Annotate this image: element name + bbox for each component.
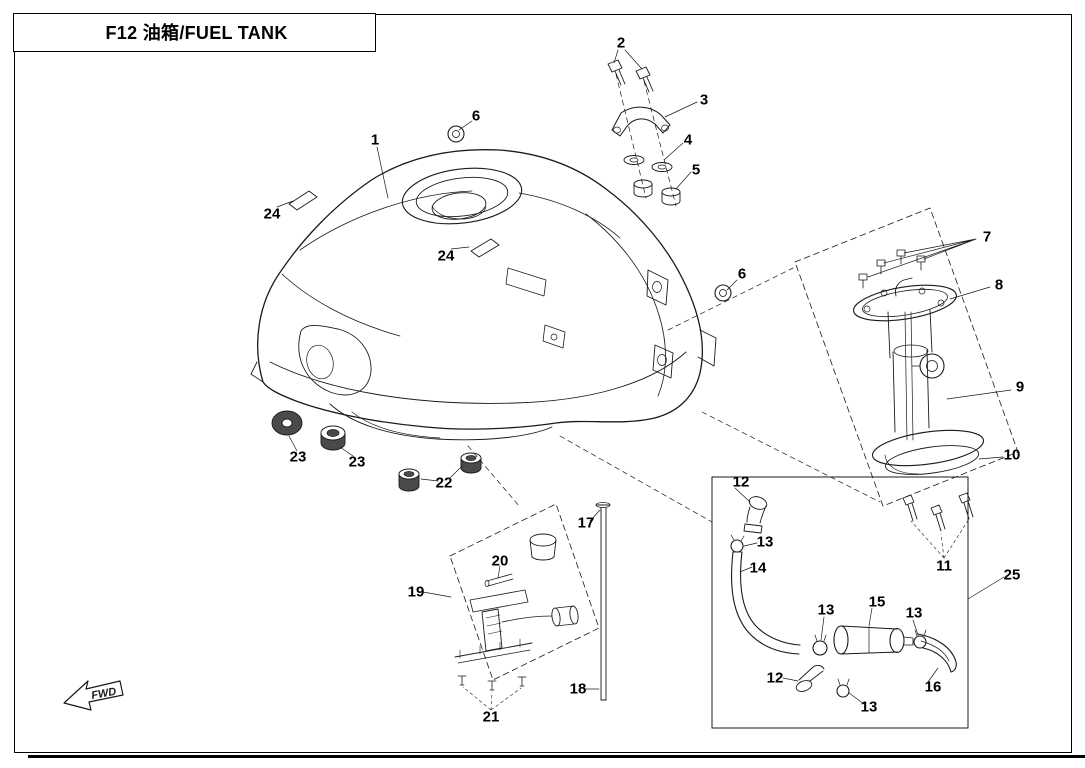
decal-labels <box>288 190 500 258</box>
fuel-level-sender <box>449 503 600 691</box>
hose-clamp <box>836 684 850 698</box>
diagram-frame <box>14 14 1072 753</box>
page-title: F12 油箱/FUEL TANK <box>105 23 288 43</box>
fuel-pump-assembly <box>794 207 1019 532</box>
hose-clamp <box>913 635 927 649</box>
rubber-mounts <box>271 410 482 492</box>
fuel-tank-body <box>250 149 717 441</box>
fuel-line-assembly <box>711 476 969 729</box>
pump-bolts <box>902 492 974 532</box>
hose-clamp <box>812 640 828 656</box>
leader-lines <box>276 49 1012 705</box>
elbow-fitting-bottom <box>795 665 825 692</box>
sender-screws <box>457 675 527 691</box>
outlet-hose <box>917 633 957 673</box>
pump-screws <box>858 249 926 289</box>
grommets <box>447 125 732 302</box>
elbow-fitting-top <box>743 496 768 534</box>
hose-clamp <box>730 539 744 553</box>
fuel-filter <box>833 625 914 655</box>
bottom-rule <box>28 755 1085 758</box>
construction-lines <box>462 73 970 711</box>
fwd-label: FWD <box>90 686 117 702</box>
title-box: F12 油箱/FUEL TANK <box>12 12 376 52</box>
drain-tube <box>595 502 611 701</box>
fuel-hose <box>731 551 800 655</box>
fwd-arrow: FWD <box>63 680 124 711</box>
tank-bracket-hardware <box>607 59 681 206</box>
